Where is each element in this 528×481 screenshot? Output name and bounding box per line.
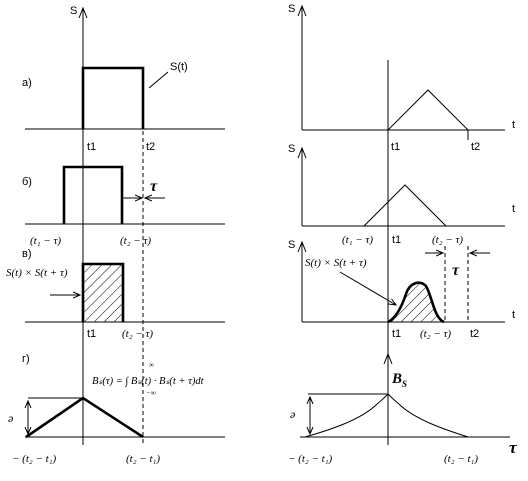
right-mid-t1-minus-tau: (t₁ − τ) xyxy=(342,234,373,246)
row-label-v: в) xyxy=(22,248,32,260)
right-bs-label: BS xyxy=(391,371,407,389)
left-b-t1-minus-tau: (t₁ − τ) xyxy=(30,235,61,247)
left-v-t1-label: t1 xyxy=(87,328,96,340)
right-low-product-arrow xyxy=(339,271,396,305)
right-mid-s-axis-arrow xyxy=(297,146,307,159)
right-panel-bottom: BS τ ə − (t₂ − t₁) (t₂ − t₁) xyxy=(288,352,517,465)
left-row-g: г) Bₛ(τ) = ∫ Bₛ(t) · Bₛ(t + τ)dt ∞ −∞ ə … xyxy=(8,353,225,465)
left-s-axis-label: S xyxy=(70,5,77,17)
right-mid-t-label: t xyxy=(512,203,515,215)
right-panel-middle: S t (t₁ − τ) t1 (t₂ − τ) xyxy=(288,143,515,246)
left-v-t2-minus-tau: (t₂ − τ) xyxy=(122,328,153,340)
left-v-overlap-hatch xyxy=(83,264,123,322)
left-g-autocorrelation-triangle xyxy=(25,396,144,439)
right-bs-curve xyxy=(304,393,469,438)
right-panel-lower: S t τ S(t) × S(t + τ) t1 (t₂ − τ) t2 xyxy=(288,239,515,340)
right-low-tau-label: τ xyxy=(452,262,460,279)
left-v-product-label: S(t) × S(t + τ) xyxy=(6,267,68,279)
right-low-s-label: S xyxy=(288,239,295,251)
right-top-t2-label: t2 xyxy=(471,141,480,153)
right-low-s-axis-arrow xyxy=(297,240,307,253)
row-label-g: г) xyxy=(22,353,30,365)
left-row-b: б) τ (t₁ − τ) (t₂ − τ) xyxy=(22,165,225,247)
left-row-a: а) S(t) t1 t2 xyxy=(22,61,225,153)
right-tau-axis-label: τ xyxy=(509,438,517,457)
right-low-product-label: S(t) × S(t + τ) xyxy=(305,257,367,269)
right-mid-shifted-triangle xyxy=(363,184,447,227)
right-bs-pos-span: (t₂ − t₁) xyxy=(444,453,478,465)
right-top-t-label: t xyxy=(512,119,515,131)
right-bs-axis-arrow xyxy=(383,352,393,365)
row-label-b: б) xyxy=(22,176,32,188)
left-b-shifted-pulse xyxy=(62,165,124,224)
right-top-s-axis-arrow xyxy=(297,4,307,17)
right-top-s-label: S xyxy=(288,3,295,15)
left-g-integral-upper: ∞ xyxy=(149,361,154,369)
left-a-t1-label: t1 xyxy=(87,141,96,153)
left-a-pulse xyxy=(81,66,145,129)
row-label-a: а) xyxy=(22,77,32,89)
right-low-product-hatch xyxy=(388,282,444,322)
left-g-neg-span: − (t₂ − t₁) xyxy=(12,453,57,465)
left-a-pulse-leader xyxy=(148,71,169,89)
left-column: S а) S(t) t1 t2 б) τ (t₁ − τ) (t₂ − τ) в… xyxy=(6,5,225,465)
right-bs-amp-label: ə xyxy=(290,407,295,421)
right-bs-neg-span: − (t₂ − t₁) xyxy=(288,453,333,465)
left-b-t2-minus-tau: (t₂ − τ) xyxy=(120,235,151,247)
right-panel-top: S t t1 t2 xyxy=(288,3,515,153)
right-mid-t2-minus-tau: (t₂ − τ) xyxy=(432,234,463,246)
left-row-v: в) S(t) × S(t + τ) t1 (t₂ − τ) xyxy=(6,248,225,340)
right-low-t2-label: t2 xyxy=(470,328,479,340)
left-g-integral-lower: −∞ xyxy=(146,389,156,397)
right-low-t2-minus-tau: (t₂ − τ) xyxy=(420,328,451,340)
left-g-pos-span: (t₂ − t₁) xyxy=(126,453,160,465)
right-mid-t1-label: t1 xyxy=(392,234,401,246)
left-s-axis-arrow xyxy=(78,6,88,19)
right-top-triangle xyxy=(387,89,469,131)
right-low-t1-label: t1 xyxy=(392,328,401,340)
left-g-formula: Bₛ(τ) = ∫ Bₛ(t) · Bₛ(t + τ)dt xyxy=(92,376,205,387)
left-b-tau-label: τ xyxy=(150,178,158,195)
left-a-t2-label: t2 xyxy=(146,141,155,153)
left-v-overlap-pulse xyxy=(81,262,125,322)
left-a-pulse-label: S(t) xyxy=(170,61,188,73)
right-low-product-curve xyxy=(387,281,445,324)
right-low-t-label: t xyxy=(512,309,515,321)
right-column: S t t1 t2 S t (t₁ − τ) t1 (t₂ − τ) S t xyxy=(288,3,517,465)
right-top-t1-label: t1 xyxy=(391,141,400,153)
left-g-amp-label: ə xyxy=(8,411,13,425)
right-mid-s-label: S xyxy=(288,143,295,155)
